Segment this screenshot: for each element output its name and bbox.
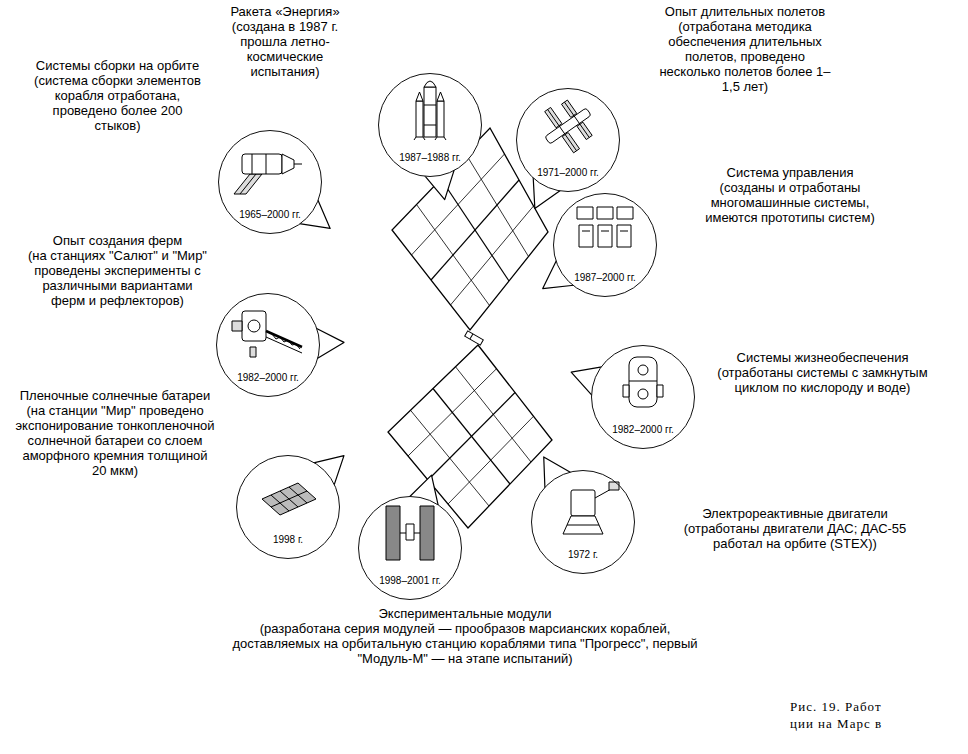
date-holder: 1972 г. <box>532 544 634 562</box>
description-block: Электрореактивные двигатели(отработаны д… <box>665 506 925 551</box>
callout-fill <box>554 194 657 297</box>
date-label: 1987–1988 гг. <box>399 152 461 164</box>
callout-circle: 1987–1988 гг. <box>378 73 482 177</box>
callout-fill <box>359 497 462 600</box>
callout-fill <box>219 131 322 234</box>
description-block: Опыт создания ферм(на станциях "Салют" и… <box>25 233 210 308</box>
callout-fills <box>217 74 695 600</box>
callout-fill <box>379 74 482 177</box>
date-holder: 1965–2000 гг. <box>219 204 321 222</box>
callout-tails <box>299 170 602 506</box>
date-label: 1987–2000 гг. <box>574 272 636 284</box>
computer-icon <box>577 207 633 247</box>
description-text: (отработаны системы с замкнутым циклом п… <box>715 365 930 395</box>
description-heading: Системы жизнеобеспечения <box>715 350 930 365</box>
date-holder: 1982–2000 гг. <box>592 419 694 437</box>
thruster-icon <box>563 482 619 534</box>
description-text: (на станциях "Салют" и "Мир" проведены э… <box>25 248 210 308</box>
date-label: 1971–2000 гг. <box>537 167 599 179</box>
description-text: (на станции "Мир" проведено экспонирован… <box>15 403 215 478</box>
description-block: Пленочные солнечные батареи(на станции "… <box>15 388 215 478</box>
spacecraft-ring <box>470 334 473 339</box>
description-text: (отработаны двигатели ДАС; ДАС-55 работа… <box>665 521 925 551</box>
description-text: (система сборки элементов корабля отрабо… <box>30 73 205 133</box>
module-icon <box>234 154 302 194</box>
date-holder: 1987–2000 гг. <box>554 267 656 285</box>
description-text: (разработана серия модулей — прообразов … <box>225 621 705 666</box>
callout-circle: 1965–2000 гг. <box>218 130 322 234</box>
date-holder: 1998 г. <box>237 529 339 547</box>
date-holder: 1971–2000 гг. <box>517 162 619 180</box>
solar-panels <box>388 128 552 528</box>
spacecraft-body <box>465 331 484 345</box>
panel-grid <box>451 206 534 305</box>
description-block: Система управления(созданы и отработаны … <box>690 165 890 225</box>
life-support-icon <box>623 357 663 407</box>
date-label: 1972 г. <box>568 549 598 561</box>
description-heading: Опыт создания ферм <box>25 233 210 248</box>
description-block: Системы жизнеобеспечения(отработаны сист… <box>715 350 930 395</box>
date-label: 1982–2000 гг. <box>237 372 299 384</box>
callout-fill <box>532 471 635 574</box>
description-heading: Опыт длительных полетов <box>655 4 835 19</box>
date-label: 1998–2001 гг. <box>379 575 441 587</box>
modules-icon <box>386 506 434 560</box>
panel-grid <box>448 416 534 504</box>
date-holder: 1998–2001 гг. <box>359 570 461 588</box>
description-heading: Электрореактивные двигатели <box>665 506 925 521</box>
callout-fill <box>517 89 620 192</box>
callout-circle: 1998 г. <box>236 455 340 559</box>
callout-circle: 1971–2000 гг. <box>516 88 620 192</box>
description-heading: Системы сборки на орбите <box>30 58 205 73</box>
panel-grid <box>441 179 509 281</box>
date-holder: 1987–1988 гг. <box>379 147 481 165</box>
callout-circle: 1998–2001 гг. <box>358 496 462 600</box>
rocket-icon <box>414 81 446 140</box>
panel-grid <box>417 205 490 306</box>
callout-tail <box>316 328 344 358</box>
spacecraft <box>465 331 484 345</box>
description-heading: Система управления <box>690 165 890 180</box>
date-label: 1998 г. <box>273 534 303 546</box>
description-heading: Экспериментальные модули <box>225 606 705 621</box>
callout-circle: 1982–2000 гг. <box>591 345 695 449</box>
callout-circle: 1972 г. <box>531 470 635 574</box>
film-panel-icon <box>262 483 316 515</box>
callout-circle: 1982–2000 гг. <box>216 293 320 397</box>
date-holder: 1982–2000 гг. <box>217 367 319 385</box>
figure-caption: Рис. 19. Работ ции на Марс в <box>790 698 896 732</box>
panel-grid <box>433 389 510 485</box>
description-block: Экспериментальные модули(разработана сер… <box>225 606 705 666</box>
station-icon <box>533 91 603 161</box>
callout-fill <box>237 456 340 559</box>
callout-circle: 1987–2000 гг. <box>553 193 657 297</box>
description-block: Опыт длительных полетов(отработана метод… <box>655 4 835 94</box>
description-heading: Ракета «Энергия» <box>215 4 355 19</box>
date-label: 1965–2000 гг. <box>239 209 301 221</box>
description-text: (созданы и отработаны многомашинные сист… <box>690 180 890 225</box>
description-text: (создана в 1987 г. прошла летно-космичес… <box>215 19 355 79</box>
description-heading: Пленочные солнечные батареи <box>15 388 215 403</box>
description-text: (отработана методика обеспечения длитель… <box>655 19 835 94</box>
description-block: Системы сборки на орбите(система сборки … <box>30 58 205 133</box>
callout-fill <box>217 294 320 397</box>
date-label: 1982–2000 гг. <box>612 424 674 436</box>
truss-icon <box>232 311 302 357</box>
callout-fill <box>592 346 695 449</box>
description-block: Ракета «Энергия»(создана в 1987 г. прошл… <box>215 4 355 79</box>
